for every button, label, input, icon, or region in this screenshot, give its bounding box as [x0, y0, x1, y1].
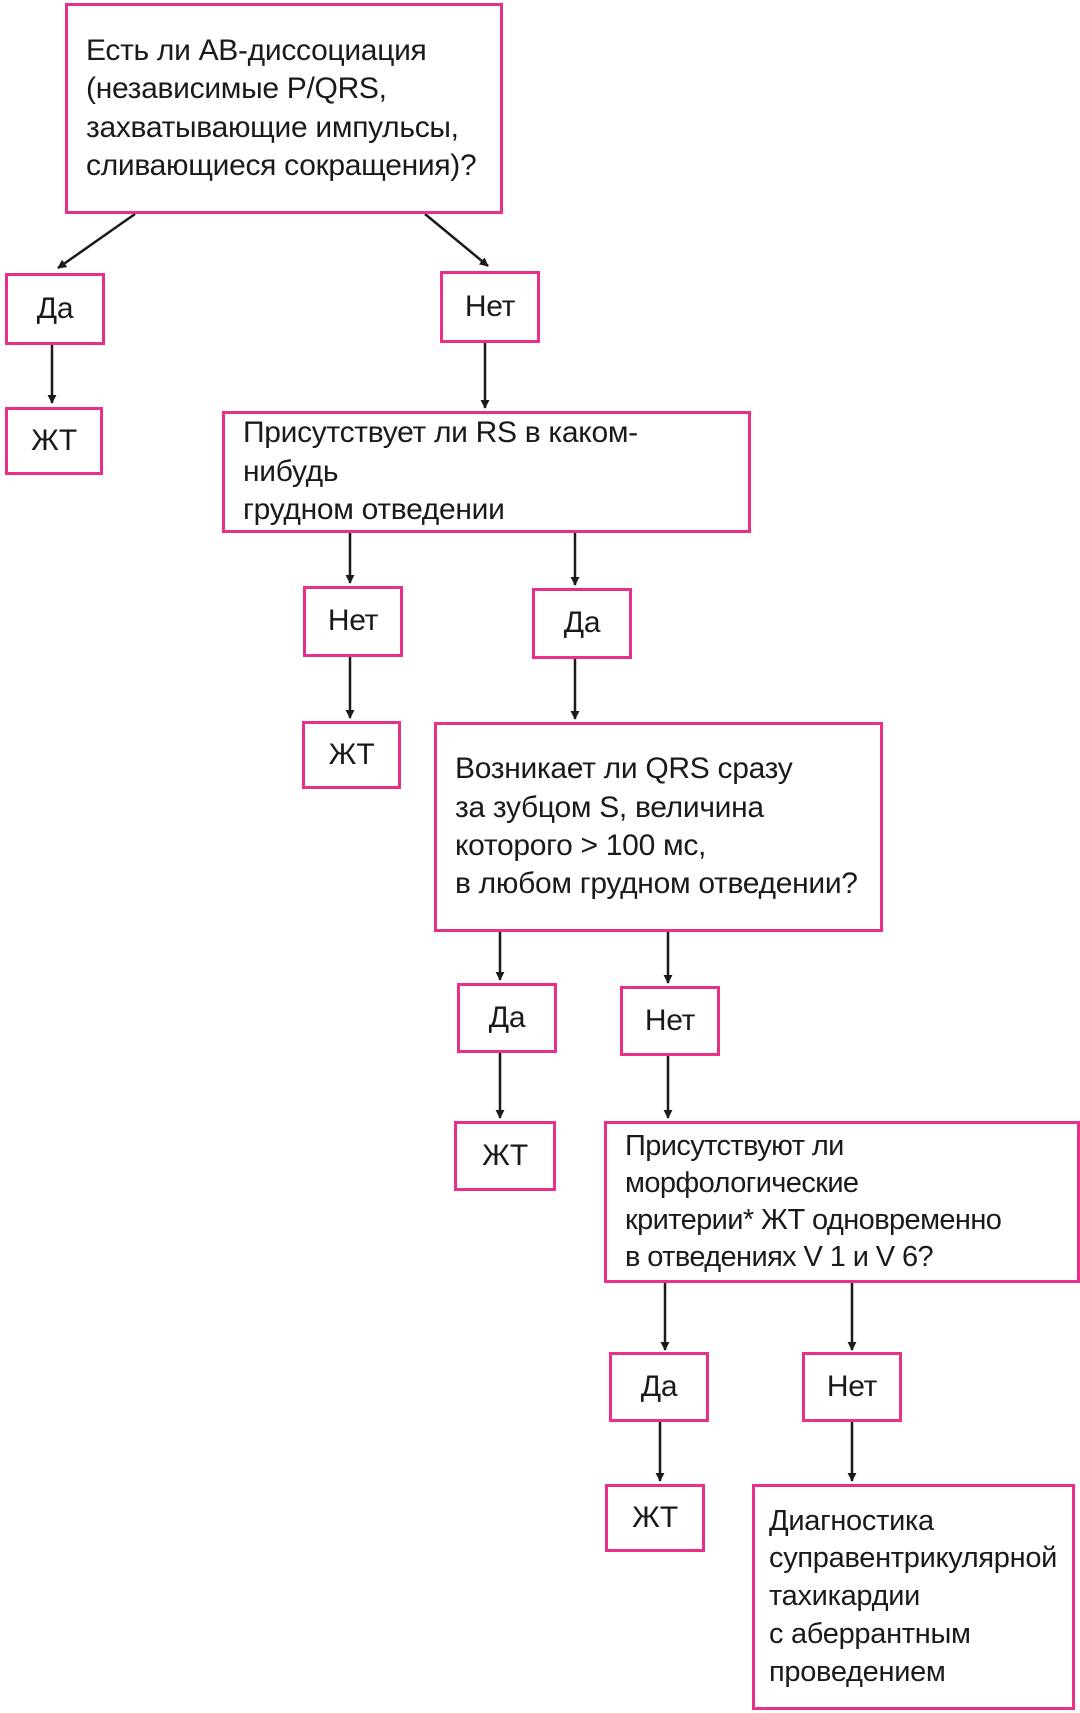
question-rs-chest-lead: Присутствует ли RS в каком-нибудь грудно… [222, 411, 751, 533]
question-av-dissociation: Есть ли АВ-диссоциация (независимые P/QR… [65, 3, 503, 214]
answer-no-4: Нет [802, 1352, 902, 1422]
result-svt-aberrant: Диагностика суправентрикулярной тахикард… [752, 1484, 1075, 1710]
question-qrs-after-s: Возникает ли QRS сразу за зубцом S, вели… [434, 722, 883, 932]
result-vt-3: ЖТ [454, 1121, 556, 1191]
result-svt-aberrant-text: Диагностика суправентрикулярной тахикард… [769, 1504, 1058, 1688]
answer-no-4-label: Нет [826, 1369, 878, 1403]
answer-no-1: Нет [440, 271, 540, 343]
result-vt-1: ЖТ [5, 407, 103, 475]
result-vt-2-label: ЖТ [328, 737, 375, 771]
question-morphology-criteria: Присутствуют ли морфологические критерии… [604, 1121, 1080, 1283]
question-qrs-after-s-text: Возникает ли QRS сразу за зубцом S, вели… [455, 752, 858, 901]
answer-yes-3: Да [457, 983, 557, 1053]
result-vt-2: ЖТ [302, 721, 401, 789]
answer-yes-3-label: Да [488, 1000, 526, 1034]
answer-no-3-label: Нет [644, 1003, 696, 1037]
question-rs-chest-lead-text: Присутствует ли RS в каком-нибудь грудно… [243, 416, 638, 527]
arrow-q1-to-yes [57, 212, 136, 270]
answer-no-1-label: Нет [464, 289, 516, 323]
result-vt-3-label: ЖТ [482, 1138, 528, 1172]
answer-no-3: Нет [620, 986, 720, 1056]
result-vt-1-label: ЖТ [31, 423, 77, 457]
result-vt-4: ЖТ [605, 1484, 705, 1552]
question-av-dissociation-text: Есть ли АВ-диссоциация (независимые P/QR… [86, 33, 477, 182]
question-morphology-criteria-text: Присутствуют ли морфологические критерии… [625, 1129, 1002, 1274]
answer-no-2-label: Нет [327, 604, 379, 638]
answer-yes-4: Да [609, 1352, 709, 1422]
answer-yes-1-label: Да [36, 291, 74, 325]
answer-yes-1: Да [5, 273, 105, 345]
answer-yes-2-label: Да [563, 606, 601, 640]
arrow-q1-to-no [424, 213, 489, 267]
answer-no-2: Нет [303, 586, 403, 657]
answer-yes-2: Да [532, 588, 632, 659]
answer-yes-4-label: Да [640, 1369, 678, 1403]
result-vt-4-label: ЖТ [632, 1500, 678, 1534]
